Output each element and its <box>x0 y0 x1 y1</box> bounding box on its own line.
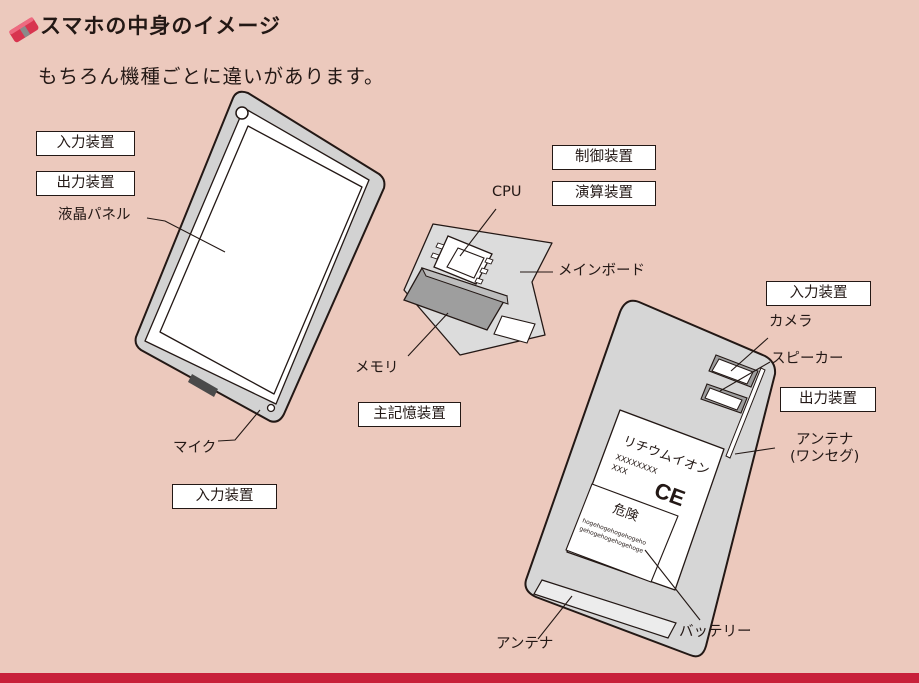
output-device-label-speaker: 出力装置 <box>780 387 876 412</box>
speaker-module <box>700 383 748 414</box>
cpu-chip <box>430 235 494 285</box>
battery <box>565 409 725 591</box>
leader-lines <box>146 208 776 640</box>
input-device-label-mic: 入力装置 <box>172 484 277 509</box>
output-device-label-front: 出力装置 <box>36 171 135 196</box>
cpu-callout: CPU <box>492 184 522 200</box>
antenna-callout: アンテナ <box>496 636 554 652</box>
input-device-label-camera: 入力装置 <box>766 281 871 306</box>
memory-chip <box>403 267 509 331</box>
camera-callout: カメラ <box>769 314 813 330</box>
mainboard-callout: メインボード <box>558 263 645 279</box>
phone-front <box>134 90 386 423</box>
mic-callout: マイク <box>173 440 217 456</box>
page-title: スマホの中身のイメージ <box>40 14 281 38</box>
lcd-panel-callout: 液晶パネル <box>58 207 131 223</box>
battery-callout: バッテリー <box>679 624 752 640</box>
speaker-callout: スピーカー <box>771 351 844 367</box>
main-memory-label: 主記憶装置 <box>358 402 461 427</box>
bottom-accent-bar <box>0 673 919 683</box>
subtitle: もちろん機種ごとに違いがあります。 <box>38 65 385 88</box>
antenna-oneseg-callout: アンテナ (ワンセグ) <box>790 432 860 466</box>
pencil-icon <box>9 17 39 43</box>
arithmetic-device-label: 演算装置 <box>552 181 656 206</box>
memory-callout: メモリ <box>355 360 399 376</box>
input-device-label-front: 入力装置 <box>36 131 135 156</box>
control-device-label: 制御装置 <box>552 145 656 170</box>
phone-back <box>524 299 777 658</box>
mainboard <box>403 223 553 356</box>
